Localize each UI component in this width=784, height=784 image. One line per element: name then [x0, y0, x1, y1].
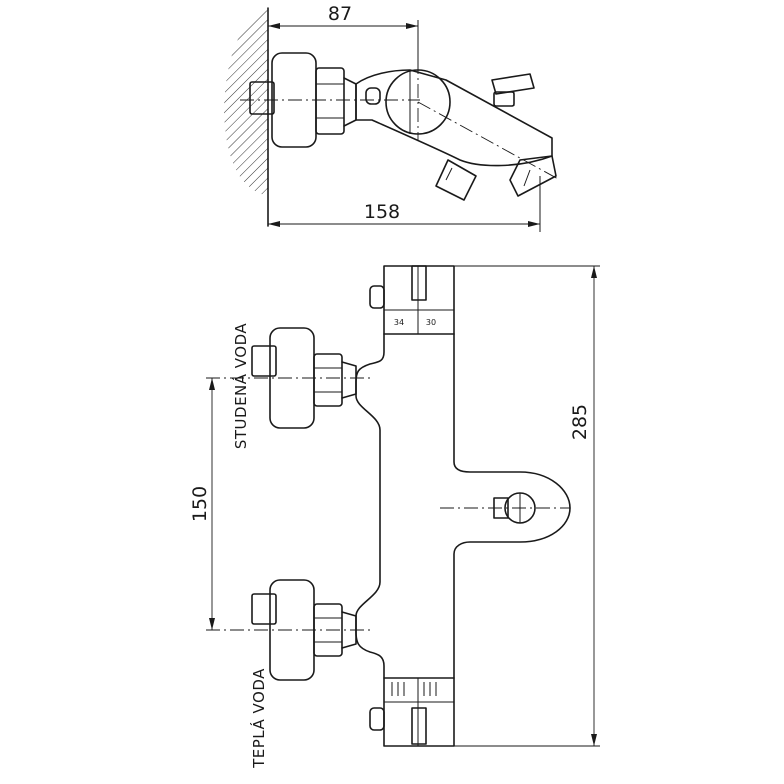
diverter-knob-side — [491, 73, 535, 107]
dimension-87-label: 87 — [328, 3, 352, 25]
bottom-scale-marks — [391, 682, 437, 696]
shower-outlet — [435, 159, 477, 201]
dimension-87: 87 — [268, 3, 419, 70]
wall-nut-small — [249, 81, 275, 115]
front-view: 34 30 — [189, 265, 600, 769]
dial-mark-34: 34 — [394, 318, 404, 327]
hex-nut — [315, 67, 345, 135]
wall-section — [224, 10, 268, 196]
dial-knob — [365, 87, 381, 105]
dimension-158: 158 — [268, 176, 541, 232]
cold-water-label: STUDENÁ VODA — [231, 323, 250, 450]
main-body-outline — [355, 333, 571, 679]
dial-mark-30: 30 — [426, 318, 436, 327]
valve-body — [355, 69, 553, 167]
axis-body — [417, 101, 561, 181]
dimension-150: 150 — [189, 378, 215, 630]
dimension-150-label: 150 — [189, 486, 211, 522]
dimension-158-label: 158 — [364, 201, 400, 223]
spout — [509, 155, 557, 197]
dimension-285: 285 — [454, 265, 600, 747]
side-view: 87 — [224, 3, 561, 232]
dimension-285-label: 285 — [569, 404, 591, 440]
top-pin — [369, 285, 385, 309]
bottom-cap — [383, 677, 455, 747]
cold-inlet — [251, 327, 357, 429]
hot-water-label: TEPLÁ VODA — [249, 668, 268, 769]
bottom-pin — [369, 707, 385, 731]
